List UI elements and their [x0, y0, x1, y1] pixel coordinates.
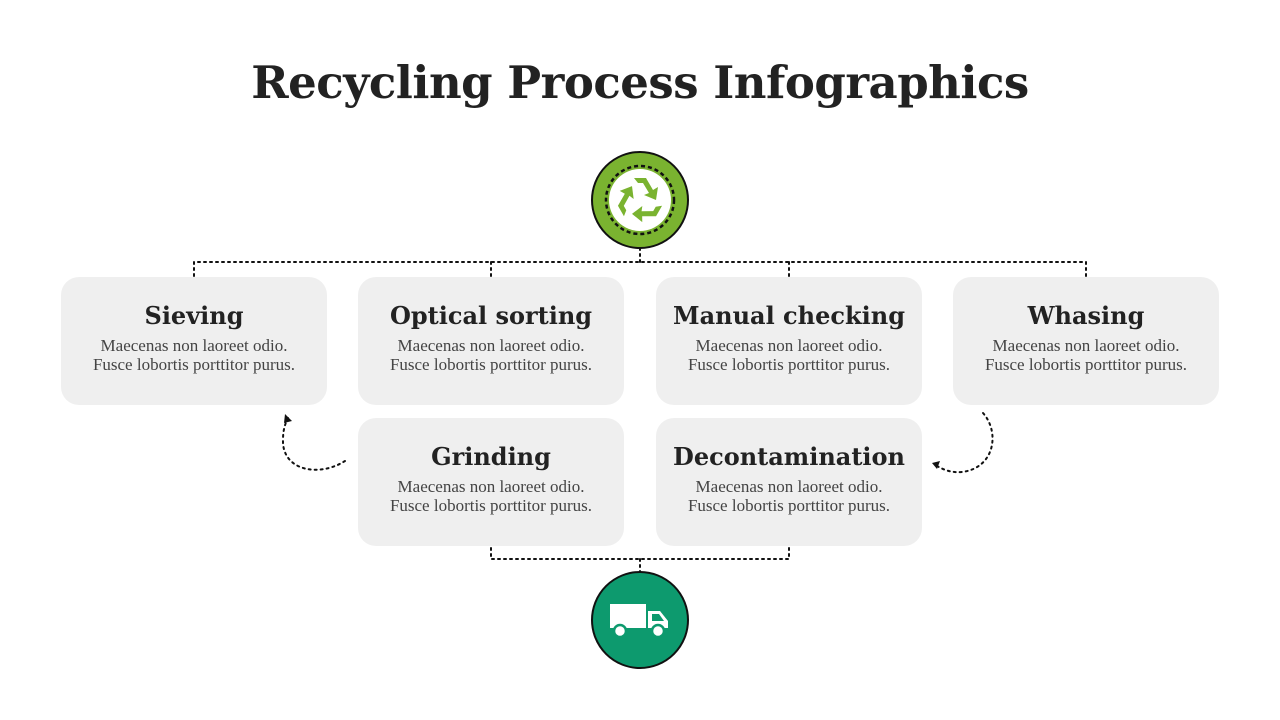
recycle-circle — [591, 151, 689, 249]
truck-icon — [610, 604, 668, 639]
right-curve-arrow — [936, 412, 994, 474]
step-description: Maecenas non laoreet odio. Fusce loborti… — [92, 336, 296, 374]
step-description: Maecenas non laoreet odio. Fusce loborti… — [687, 336, 891, 374]
right-arrowhead — [932, 461, 940, 469]
step-title: Grinding — [431, 442, 551, 471]
step-card-sieving: Sieving Maecenas non laoreet odio. Fusce… — [61, 277, 327, 405]
recycle-icon — [604, 164, 676, 236]
step-description: Maecenas non laoreet odio. Fusce loborti… — [389, 336, 593, 374]
top-connector — [193, 247, 1087, 277]
page-title: Recycling Process Infographics — [251, 56, 1029, 109]
left-arrowhead — [284, 414, 292, 423]
bottom-connector — [490, 547, 790, 573]
truck-circle — [591, 571, 689, 669]
step-title: Whasing — [1027, 301, 1145, 330]
step-title: Optical sorting — [389, 301, 593, 330]
step-card-whasing: Whasing Maecenas non laoreet odio. Fusce… — [953, 277, 1219, 405]
step-title: Sieving — [144, 301, 244, 330]
step-card-grinding: Grinding Maecenas non laoreet odio. Fusc… — [358, 418, 624, 546]
step-title: Decontamination — [673, 442, 905, 471]
step-description: Maecenas non laoreet odio. Fusce loborti… — [984, 336, 1188, 374]
step-description: Maecenas non laoreet odio. Fusce loborti… — [389, 477, 593, 515]
step-description: Maecenas non laoreet odio. Fusce loborti… — [687, 477, 891, 515]
step-card-manual-checking: Manual checking Maecenas non laoreet odi… — [656, 277, 922, 405]
step-card-optical-sorting: Optical sorting Maecenas non laoreet odi… — [358, 277, 624, 405]
left-curve-arrow — [281, 417, 346, 471]
step-title: Manual checking — [673, 301, 905, 330]
step-card-decontamination: Decontamination Maecenas non laoreet odi… — [656, 418, 922, 546]
